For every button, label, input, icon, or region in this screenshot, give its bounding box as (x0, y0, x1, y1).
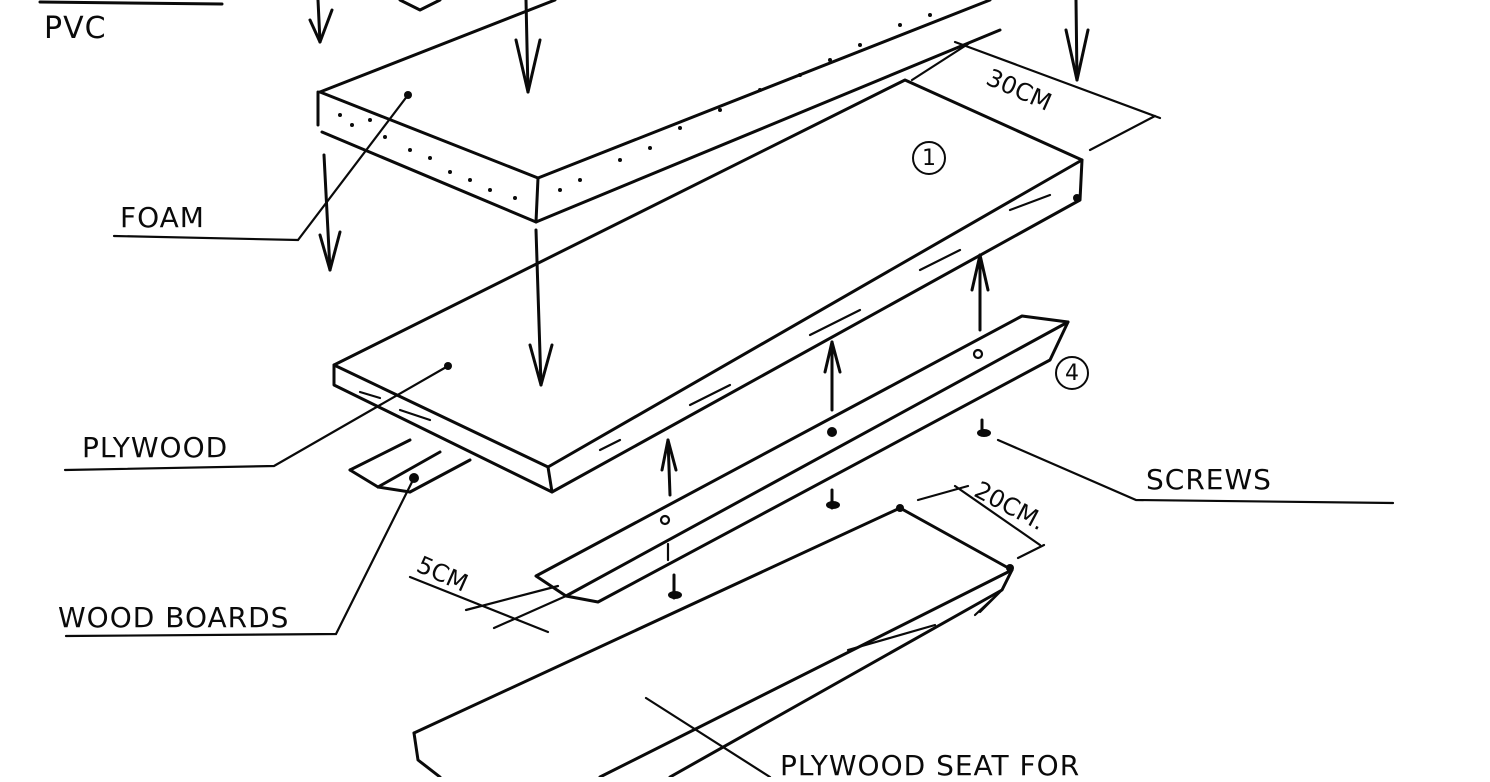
part-number-1-badge: 1 (912, 141, 946, 175)
wood-strip (534, 314, 1070, 604)
label-screws: SCREWS (1146, 463, 1272, 496)
screws-leader-line (996, 438, 1395, 505)
down-arrow-icon (1064, 0, 1090, 82)
plywood-seat (412, 504, 1014, 777)
up-arrow-icon (970, 253, 990, 332)
foam-layer (316, 0, 1002, 224)
label-wood-boards: WOOD BOARDS (58, 601, 290, 634)
plywood-leader-line (63, 364, 450, 472)
plywood-board (332, 78, 1084, 494)
pvc-leader-line (38, 0, 224, 6)
down-arrow-icon (514, 0, 542, 94)
dimension-line-5cm (408, 575, 568, 634)
plywood-seat-leader-line (644, 696, 772, 777)
foam-leader-line (112, 93, 410, 242)
screw-icon (668, 573, 682, 600)
down-arrow-icon (528, 228, 554, 387)
label-pvc: PVC (44, 11, 107, 46)
pvc-corner-fragment (398, 0, 442, 12)
screw-icon (826, 488, 840, 510)
label-foam: FOAM (120, 201, 205, 234)
wood-boards (348, 438, 472, 494)
down-arrow-icon (318, 153, 342, 272)
dimension-line-20cm (916, 484, 1046, 560)
up-arrow-icon (823, 340, 842, 412)
down-arrow-icon (308, 0, 334, 44)
label-plywood: PLYWOOD (82, 431, 229, 464)
dimension-line-30cm (910, 40, 1162, 152)
screw-icon (977, 418, 991, 437)
label-plywood-seat: PLYWOOD SEAT FOR (780, 749, 1081, 782)
wood-boards-leader-line (64, 476, 416, 638)
up-arrow-icon (660, 438, 678, 497)
part-number-4-badge: 4 (1055, 356, 1089, 390)
